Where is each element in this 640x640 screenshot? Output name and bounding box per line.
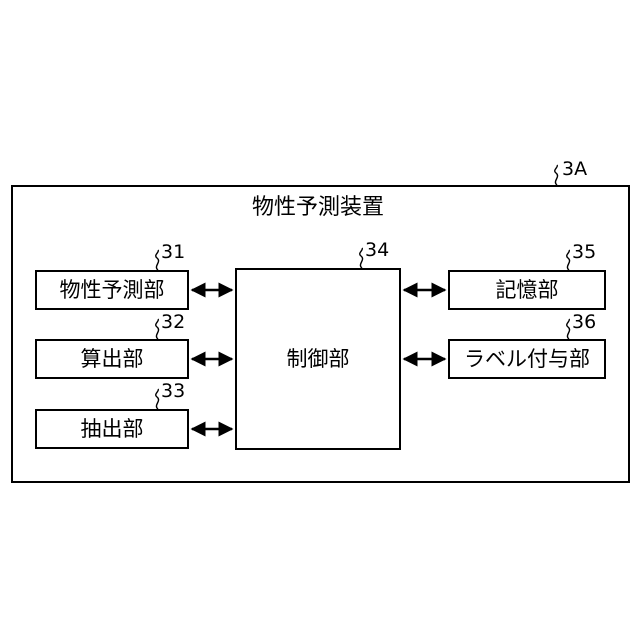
leader-36 (567, 319, 570, 339)
leader-34 (360, 248, 363, 268)
leader-3a (555, 165, 558, 185)
leader-32 (156, 319, 159, 339)
leader-31 (156, 250, 159, 270)
leader-33 (156, 389, 159, 409)
leader-35 (567, 250, 570, 270)
